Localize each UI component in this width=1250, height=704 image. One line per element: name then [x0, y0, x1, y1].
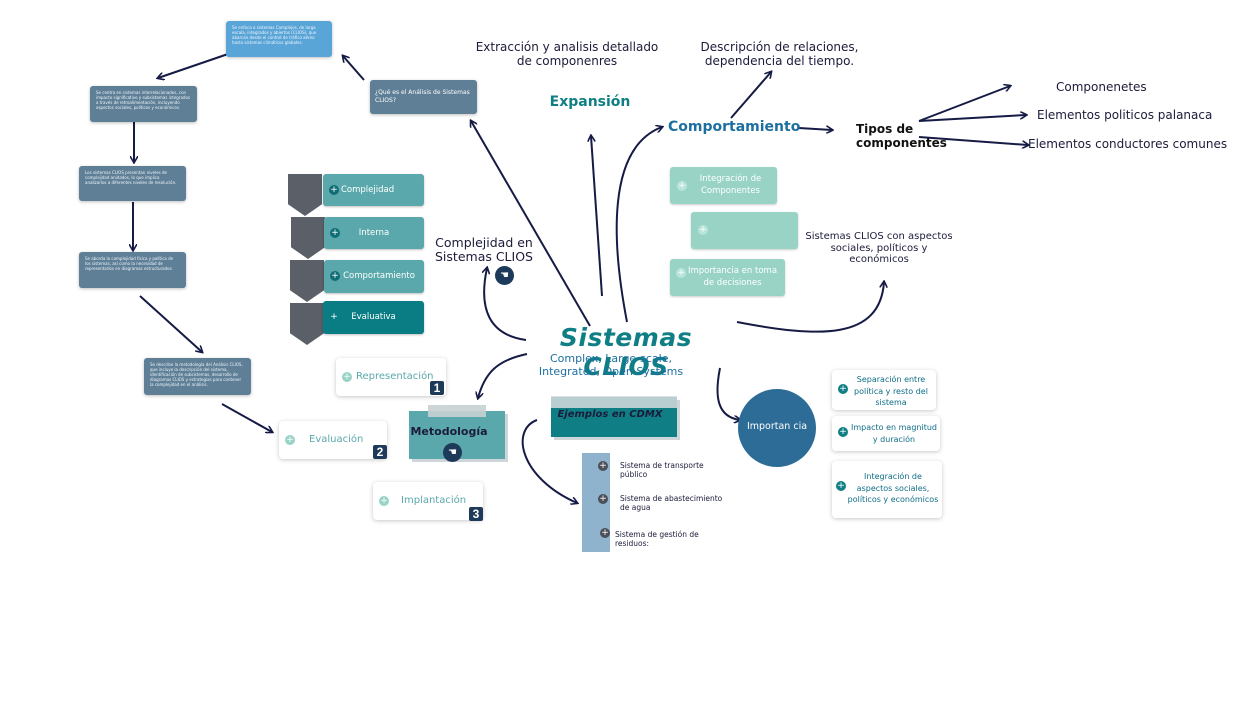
arrow-center-to-expansion	[591, 136, 603, 297]
tipo-item-1: Componenetes	[1056, 80, 1147, 94]
step-number-2: 2	[373, 445, 387, 459]
comp-item-integracion[interactable]: + Integración de Componentes	[670, 167, 777, 204]
arrow-ejemplos-to-list	[521, 419, 577, 503]
arrow-comp-to-tipos	[798, 128, 832, 130]
tipos-label[interactable]: Tipos de componentes	[856, 122, 947, 150]
hand-pointer-icon[interactable]: ☚	[443, 443, 462, 462]
arrow-b5-to-eval	[221, 403, 272, 432]
step-label: Representación	[356, 371, 434, 382]
arrow-center-to-comportamiento	[615, 127, 662, 323]
center-subtitle: Complex, Large-scale, Integrated, Open S…	[538, 352, 684, 378]
comp-item-label: Integración de Componentes	[699, 174, 762, 196]
chain-box-4: Se aborda la complejidad física y políti…	[79, 252, 186, 288]
step-implantacion[interactable]: + Implantación	[373, 482, 483, 520]
question-box[interactable]: ¿Qué es el Análisis de Sistemas CLIOS?	[370, 80, 477, 114]
plus-icon: +	[838, 427, 848, 437]
step-label: Implantación	[401, 495, 467, 506]
comp-item-importancia[interactable]: + Importancia en toma de decisiones	[670, 259, 785, 296]
complejidad-item-comportamiento[interactable]: + Comportamiento	[324, 260, 424, 293]
hand-pointer-icon[interactable]: ☚	[495, 266, 514, 285]
ejemplo-label: Sistema de transporte público	[620, 461, 704, 479]
plus-icon: +	[677, 181, 687, 191]
step-label: Evaluación	[309, 434, 364, 445]
plus-icon: +	[676, 268, 686, 278]
importancia-label[interactable]: Importan cia	[746, 421, 808, 432]
tape-decoration	[551, 396, 677, 408]
importancia-item-separacion[interactable]: + Separación entre política y resto del …	[832, 370, 936, 410]
arrow-center-to-metodologia	[478, 353, 528, 398]
plus-icon: +	[836, 481, 846, 491]
arrow-top-to-b2	[158, 53, 229, 78]
chain-box-3: Los sistemas CLIOS presentan niveles de …	[79, 166, 186, 201]
plus-icon: +	[330, 312, 338, 322]
ejemplos-label[interactable]: Ejemplos en CDMX	[557, 409, 663, 420]
comportamiento-note: Descripción de relaciones, dependencia d…	[700, 40, 859, 68]
ejemplos-list-panel	[610, 453, 730, 552]
plus-icon: +	[329, 185, 339, 195]
complejidad-item-anidada[interactable]: + Complejidad anidada	[323, 174, 424, 227]
ejemplo-label: Sistema de gestión de residuos:	[615, 530, 699, 548]
plus-icon: +	[330, 228, 340, 238]
plus-icon: +	[600, 528, 610, 538]
center-title[interactable]: Sistemas CLIOS	[559, 323, 693, 381]
arrow-center-to-complejidad	[484, 268, 527, 341]
chain-box-5: Se describe la metodología del Análisis …	[144, 358, 251, 395]
arrow-comp-to-note	[730, 72, 771, 119]
plus-icon: +	[379, 496, 389, 506]
step-evaluacion[interactable]: + Evaluación	[279, 421, 387, 459]
tipo-item-2: Elementos politicos palanaca	[1037, 108, 1213, 122]
comp-item-empty[interactable]: +	[691, 212, 798, 249]
chain-box-2: Se centra en sistemas interrelacionados,…	[90, 86, 197, 122]
plus-icon: +	[342, 372, 352, 382]
arrow-tipos-to-t2	[918, 115, 1026, 122]
importancia-item-integracion[interactable]: + Integración de aspectos sociales, polí…	[832, 461, 942, 518]
arrow-center-to-question	[471, 121, 591, 327]
importancia-item-label: Impacto en magnitud y duración	[851, 423, 937, 444]
chain-box-top: Se enfoca a sistemas Complejos, de larga…	[226, 21, 332, 57]
expansion-note: Extracción y analisis detallado de compo…	[475, 40, 659, 68]
metodologia-label[interactable]: Metodología	[410, 425, 488, 438]
arrow-center-to-importancia	[716, 367, 740, 420]
tape-decoration	[428, 405, 486, 417]
importancia-circle[interactable]	[738, 389, 816, 467]
complejidad-item-evaluativa[interactable]: + Evaluativa	[323, 301, 424, 334]
complejidad-item-label: Interna	[358, 228, 390, 238]
arrow-tipos-to-t1	[918, 86, 1010, 122]
complejidad-label[interactable]: Complejidad en Sistemas CLIOS	[435, 235, 533, 264]
arrow-tipos-to-t3	[918, 136, 1028, 145]
expansion-label[interactable]: Expansión	[549, 94, 631, 110]
plus-icon: +	[285, 435, 295, 445]
plus-icon: +	[698, 225, 708, 235]
tipo-item-3: Elementos conductores comunes	[1028, 137, 1228, 151]
plus-icon: +	[598, 461, 608, 471]
arrow-center-to-aspectos	[736, 282, 884, 333]
arrow-q-to-top	[343, 56, 365, 81]
plus-icon: +	[838, 384, 848, 394]
complejidad-item-label: Comportamiento	[343, 271, 415, 281]
complejidad-item-interna[interactable]: + Interna	[324, 217, 424, 249]
aspectos-note: Sistemas CLIOS con aspectos sociales, po…	[805, 231, 953, 265]
comp-item-label: Importancia en toma de decisiones	[687, 266, 778, 288]
step-number-3: 3	[469, 507, 483, 521]
step-representacion[interactable]: + Representación	[336, 358, 446, 396]
plus-icon: +	[598, 494, 608, 504]
ejemplo-label: Sistema de abastecimiento de agua	[620, 494, 723, 512]
complejidad-item-label: Evaluativa	[351, 312, 396, 322]
importancia-item-label: Integración de aspectos sociales, políti…	[847, 472, 939, 504]
step-number-1: 1	[430, 381, 444, 395]
arrow-b4-to-b5	[139, 295, 202, 352]
importancia-item-impacto[interactable]: + Impacto en magnitud y duración	[832, 416, 940, 451]
comportamiento-label[interactable]: Comportamiento	[668, 119, 801, 135]
plus-icon: +	[330, 271, 340, 281]
importancia-item-label: Separación entre política y resto del si…	[854, 375, 928, 407]
